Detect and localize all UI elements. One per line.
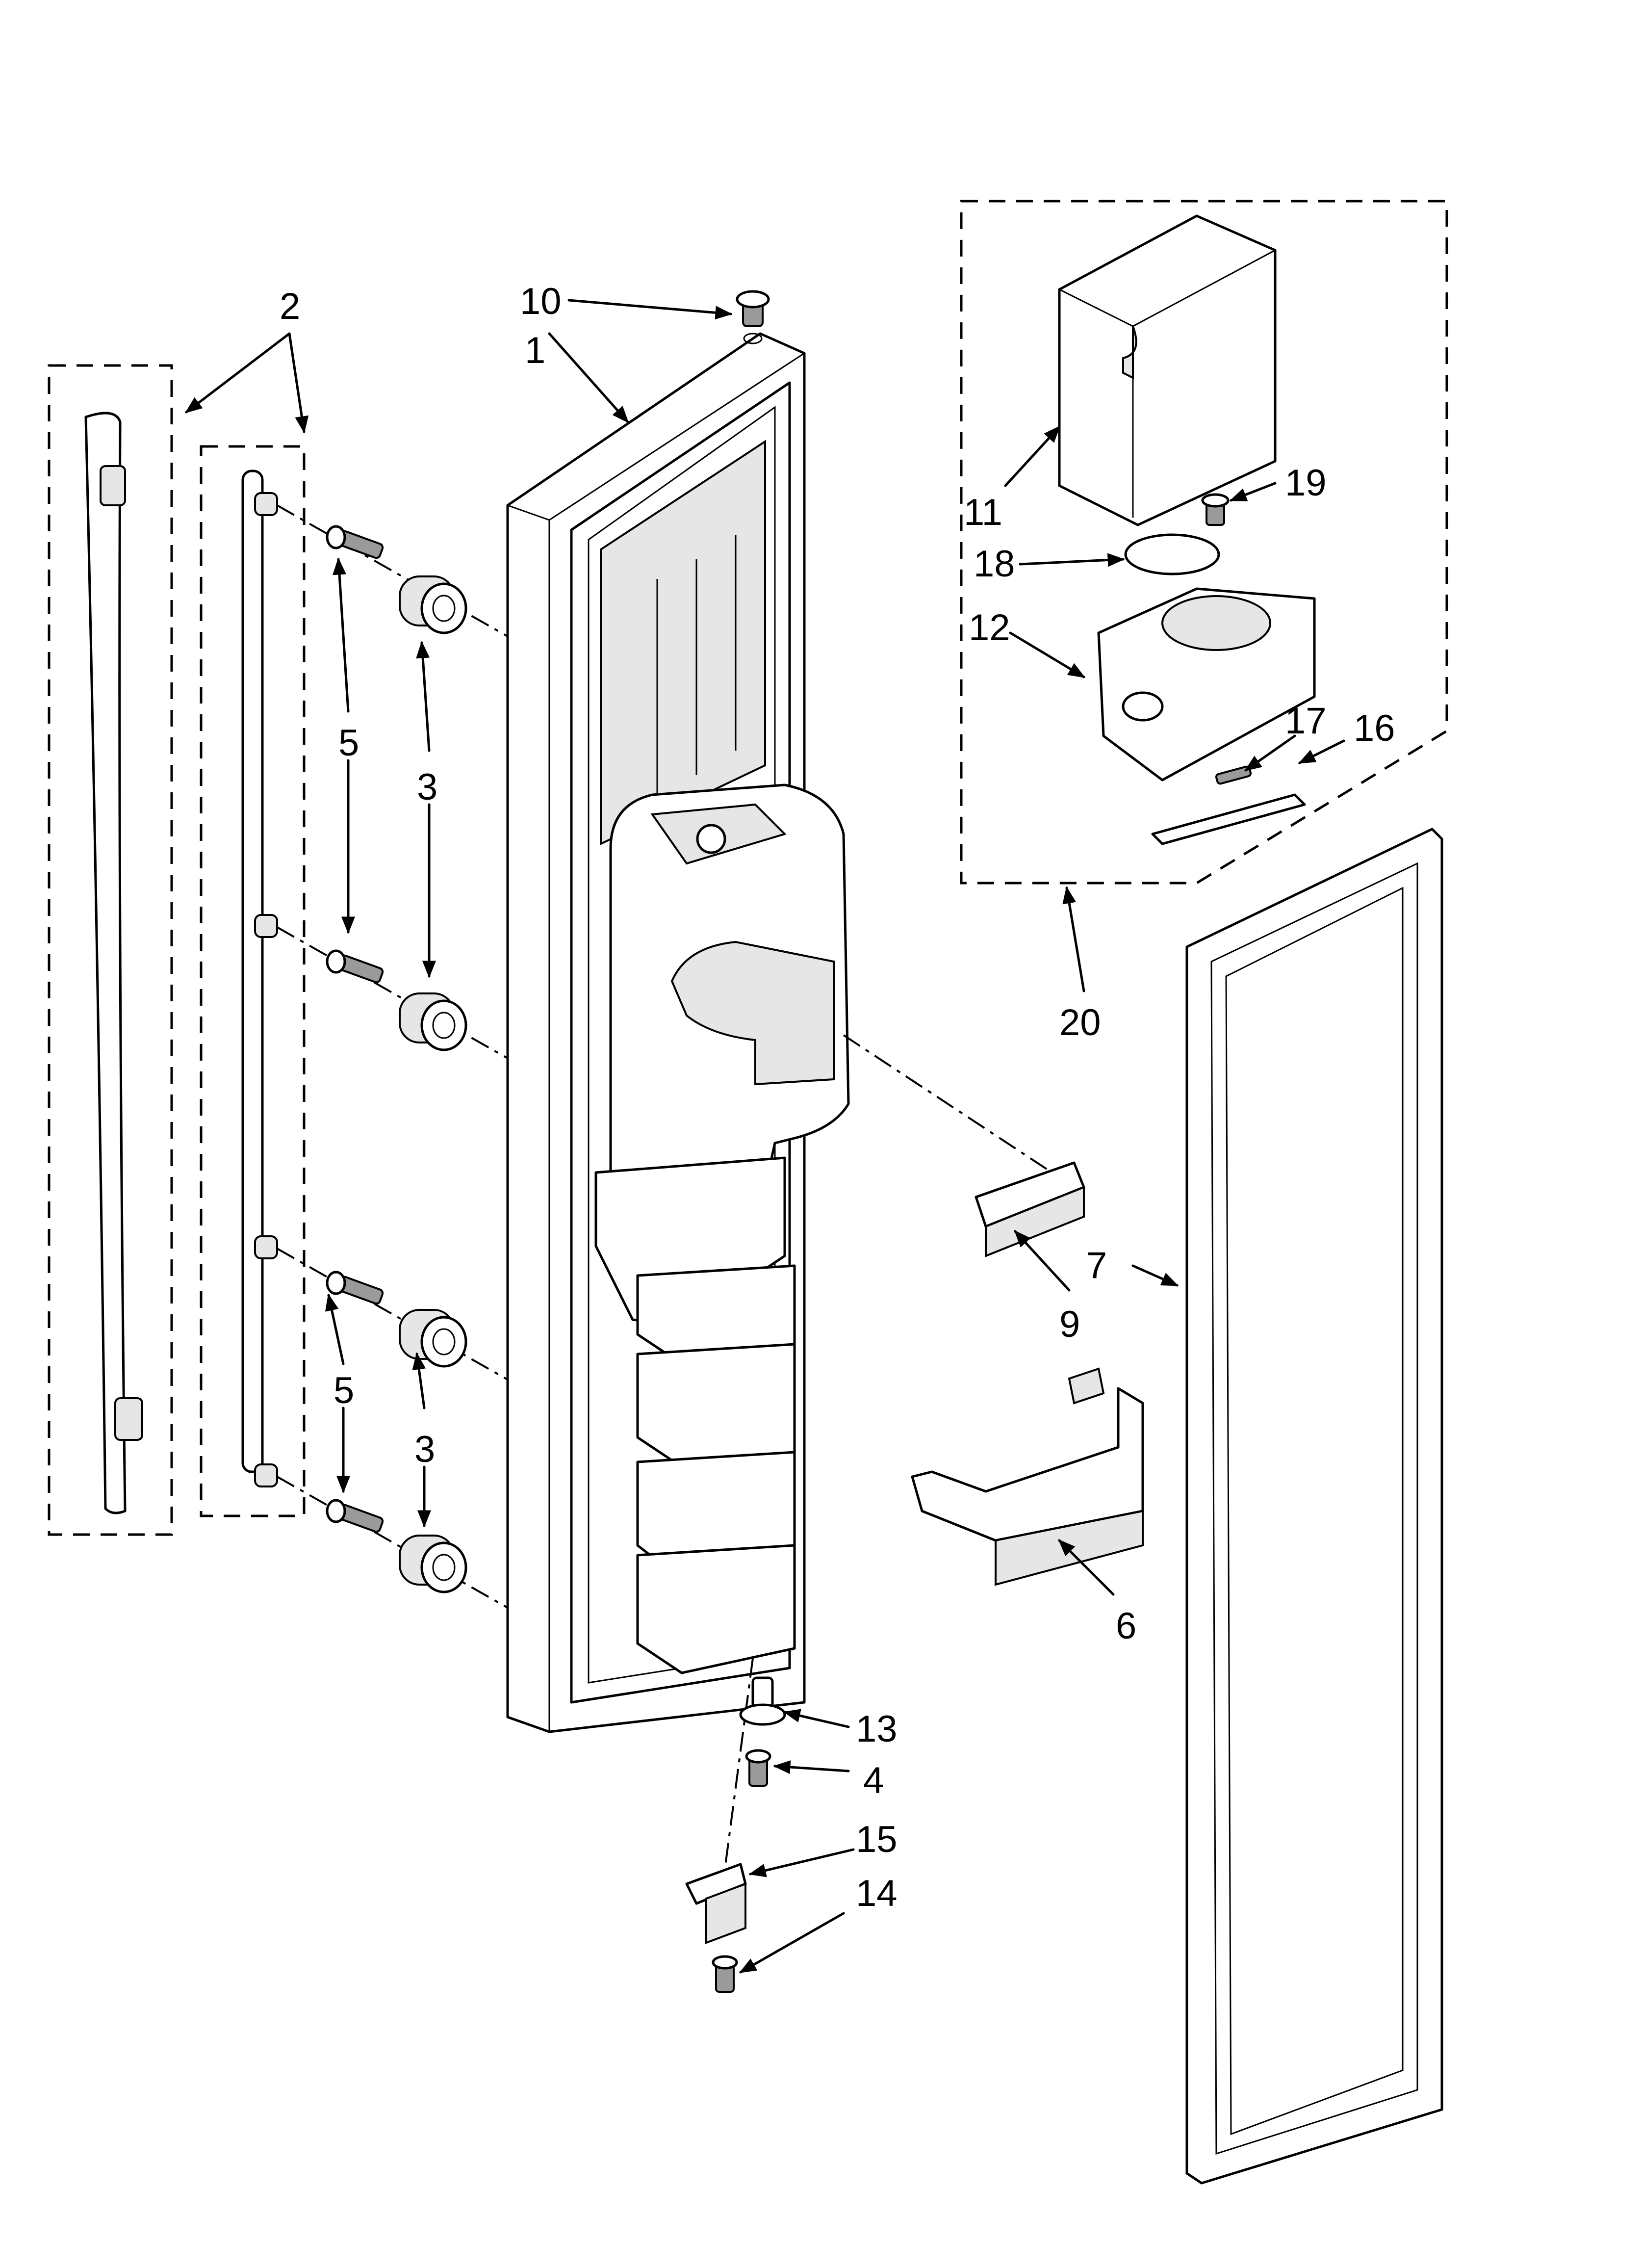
alignment-line-4 (277, 1476, 511, 1610)
hinge-bracket-15 (685, 1863, 747, 1944)
door-bin-6 (911, 1367, 1144, 1586)
callout-12: 12 (969, 607, 1010, 649)
inner-handle-bar (241, 469, 264, 1473)
inner-handle-post-2 (254, 914, 278, 938)
callout-5-upper: 5 (338, 722, 359, 764)
auger-housing-12 (1097, 587, 1316, 782)
leader-arrows (185, 299, 1345, 1974)
standoff-3-d (399, 1535, 467, 1593)
callout-9: 9 (1059, 1303, 1080, 1345)
screw-4 (745, 1749, 771, 1787)
callout-15: 15 (856, 1819, 898, 1860)
disk-18 (1124, 533, 1220, 575)
callout-3-upper: 3 (417, 766, 437, 808)
alignment-line-3 (277, 1248, 511, 1382)
screw-5-b (326, 949, 384, 984)
alignment-line-2 (277, 926, 511, 1061)
screw-5-a (326, 525, 384, 559)
alignment-line-9 (843, 1034, 1060, 1178)
callout-2: 2 (280, 286, 300, 327)
door-bin-middle (636, 1343, 796, 1468)
standoff-3-b (399, 992, 467, 1051)
alignment-line-1 (277, 504, 511, 639)
dispenser-chute (670, 940, 835, 1086)
callout-20: 20 (1059, 1002, 1101, 1043)
screw-5-d (326, 1499, 384, 1533)
callout-16: 16 (1354, 707, 1395, 749)
callout-3-lower: 3 (414, 1429, 435, 1470)
standoff-3-a (399, 575, 467, 634)
callout-14: 14 (856, 1873, 898, 1914)
handle-inner-group (200, 445, 306, 1517)
handle-outer-dashed-box (48, 364, 173, 1536)
bracket-16 (1151, 793, 1306, 845)
door-plug-10 (736, 290, 770, 344)
outer-handle-bar (84, 412, 127, 1514)
callout-6: 6 (1116, 1605, 1136, 1647)
outer-handle-bottom-mount (114, 1397, 143, 1441)
channel-9 (975, 1161, 1085, 1257)
door-assembly (506, 332, 850, 1733)
callout-7: 7 (1086, 1245, 1107, 1286)
callout-13: 13 (856, 1708, 898, 1750)
upper-liner-recess (600, 440, 766, 846)
callout-10: 10 (520, 281, 562, 322)
callout-11: 11 (964, 492, 1002, 533)
callout-4: 4 (863, 1760, 884, 1801)
screw-14 (712, 1955, 738, 1993)
screw-5-c (326, 1271, 384, 1305)
inner-handle-post-3 (254, 1235, 278, 1259)
inner-handle-post-1 (254, 492, 278, 516)
standoff-3-c (399, 1309, 467, 1368)
inner-handle-post-4 (254, 1463, 278, 1487)
callout-1: 1 (525, 330, 545, 371)
outer-handle-top-mount (100, 465, 126, 506)
handle-inner-dashed-box (200, 445, 306, 1517)
ice-bucket-11 (1058, 214, 1277, 526)
callout-19: 19 (1285, 462, 1327, 504)
door-gasket-7 (1185, 828, 1443, 2185)
ice-bucket-dashed-box (960, 200, 1448, 885)
callout-17: 17 (1285, 700, 1327, 742)
hinge-alignment-line (720, 1658, 754, 1899)
callout-5-lower: 5 (334, 1370, 354, 1411)
hinge-pin-13 (739, 1676, 786, 1726)
handle-outer-group (48, 364, 173, 1536)
screw-19 (1201, 493, 1230, 526)
callout-18: 18 (974, 543, 1015, 585)
door-bin-bottom (636, 1544, 796, 1674)
